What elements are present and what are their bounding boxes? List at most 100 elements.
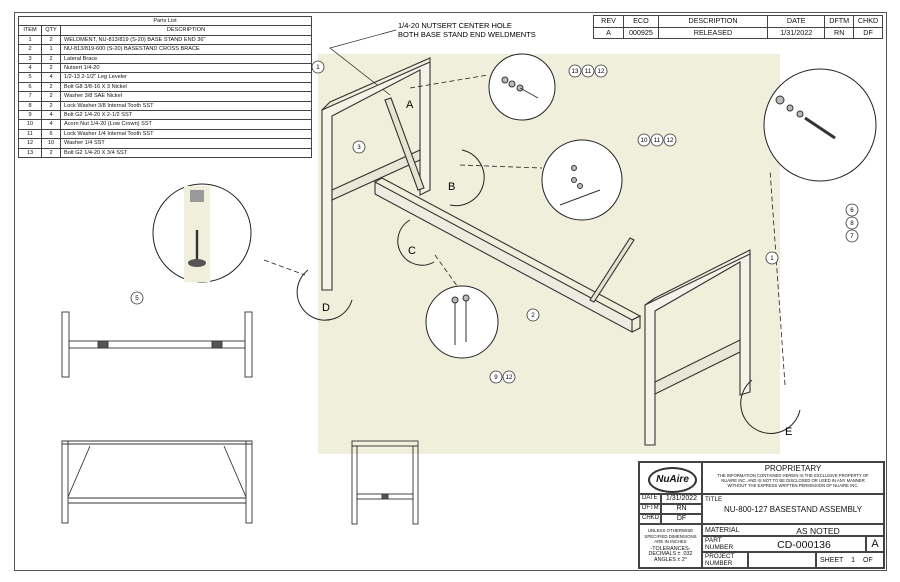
tolerance-angles: ANGLES ± 2° (654, 556, 687, 563)
proprietary-text-1: THE INFORMATION CONTAINED HEREIN IS THE … (717, 473, 869, 478)
material-label: MATERIAL (705, 527, 740, 534)
balloon-b-12: 12 (667, 137, 674, 144)
parts-cell-description: NU-813/819-600 (S-20) BASESTAND CROSS BR… (60, 44, 312, 55)
sheet-cell: SHEET 1 OF 1 (816, 552, 884, 568)
sheet-label: SHEET (820, 557, 844, 564)
material-value: AS NOTED (796, 526, 840, 536)
parts-header-description: DESCRIPTION (60, 25, 312, 36)
note-line-2: BOTH BASE STAND END WELDMENTS (398, 30, 536, 39)
balloon-1b: 1 (770, 255, 774, 262)
logo-cell: NuAire (639, 462, 702, 494)
description-value: RELEASED (657, 26, 769, 39)
project-label-2: NUMBER (705, 560, 733, 567)
title-label: TITLE (705, 496, 723, 503)
part-number-cell: PART NUMBER CD-000136 (702, 536, 866, 552)
chkd-label-cell: CHKD (639, 514, 661, 524)
date-value-cell: 1/31/2022 (661, 494, 702, 504)
balloon-a-11: 11 (585, 68, 592, 75)
unless-line-1: UNLESS OTHERWISE (647, 528, 694, 533)
shaded-render-area (318, 54, 780, 454)
dftm-label-cell: DFTM (639, 504, 661, 514)
tolerance-heading: -TOLERANCES- (650, 545, 691, 552)
nuaire-logo: NuAire (648, 467, 697, 493)
part-label-2: NUMBER (705, 544, 734, 551)
sheet-value: 1 (851, 557, 856, 564)
chkd-value: DF (853, 26, 883, 39)
detail-arcs (296, 149, 801, 434)
balloon-7: 7 (850, 233, 854, 240)
base-stand-assembly (321, 57, 751, 446)
balloon-3: 3 (357, 144, 361, 151)
date-value: 1/31/2022 (767, 26, 826, 39)
date-value: 1/31/2022 (665, 495, 698, 502)
balloon-8: 8 (850, 220, 854, 227)
proprietary-text-2: NUAIRE INC. AND IS NOT TO BE DISCLOSED O… (721, 478, 865, 483)
balloon-a-13: 13 (572, 68, 579, 75)
parts-cell-description: WELDMENT, NU-813/819 (S-20) BASE STAND E… (60, 34, 312, 46)
leveler-foot (188, 259, 206, 267)
proprietary-cell: PROPRIETARY THE INFORMATION CONTAINED HE… (702, 462, 884, 494)
top-view (61, 311, 253, 378)
material-cell: MATERIAL AS NOTED (702, 524, 884, 536)
balloon-b-10: 10 (641, 137, 648, 144)
view-label-e: E (785, 426, 792, 438)
chkd-value-cell: DF (661, 514, 702, 524)
eco-value: 000925 (623, 26, 659, 39)
item-balloons: 1 1 2 3 5 13 11 12 10 11 12 6 8 7 9 12 (130, 60, 859, 384)
unless-line-2: SPECIFIED DIMENSIONS (644, 533, 697, 539)
dftm-label: DFTM (642, 505, 659, 511)
balloon-2: 2 (531, 312, 535, 319)
title-block: NuAire PROPRIETARY THE INFORMATION CONTA… (638, 461, 885, 569)
rev-value: A (592, 26, 625, 39)
view-label-b: B (448, 181, 455, 193)
chkd-label: CHKD (642, 515, 660, 521)
parts-list-title: Parts List (18, 15, 312, 27)
dftm-value: RN (676, 505, 687, 512)
balloon-c-12: 12 (506, 374, 513, 381)
note-leader (329, 29, 397, 96)
tolerance-decimals: DECIMALS ± .032 (648, 551, 693, 558)
view-label-d: D (322, 302, 330, 314)
view-label-a: A (406, 99, 414, 111)
title-rev-value: A (871, 538, 879, 550)
front-view (61, 440, 253, 524)
detail-circle-c-bolts (425, 285, 499, 359)
project-value-cell (748, 552, 816, 568)
leveler-detail-tube (190, 190, 204, 202)
hardware-glyphs (451, 76, 836, 345)
title-cell: TITLE NU-800-127 BASESTAND ASSEMBLY (702, 494, 884, 524)
detail-leaders (263, 74, 786, 386)
balloon-b-11: 11 (654, 137, 661, 144)
unless-line-3: ARE IN INCHES (654, 539, 687, 545)
proprietary-heading: PROPRIETARY (764, 464, 822, 473)
detail-circle-b-brace (541, 139, 623, 221)
date-label-cell: DATE (639, 494, 661, 504)
revision-block: REV ECO DESCRIPTION DATE DFTM CHKD A 000… (592, 15, 883, 39)
detail-circle-bolt-washer (763, 68, 877, 182)
balloon-a-12: 12 (598, 68, 605, 75)
balloon-5: 5 (135, 295, 139, 302)
part-label-1: PART (705, 537, 722, 544)
project-cell: PROJECT NUMBER (702, 552, 748, 568)
of-label: OF (863, 557, 873, 564)
note-line-1: 1/4-20 NUTSERT CENTER HOLE (398, 21, 512, 30)
part-number-value: CD-000136 (777, 539, 831, 551)
project-label-1: PROJECT (705, 553, 735, 560)
dftm-value-cell: RN (661, 504, 702, 514)
date-label: DATE (642, 495, 658, 501)
balloon-6: 6 (850, 207, 854, 214)
view-label-c: C (408, 245, 416, 257)
tolerance-cell: UNLESS OTHERWISE SPECIFIED DIMENSIONS AR… (639, 524, 702, 568)
balloon-9: 9 (494, 374, 498, 381)
chkd-value: DF (676, 515, 687, 522)
proprietary-text-3: WITHOUT THE EXPRESS WRITTEN PERMISSION O… (727, 483, 859, 488)
balloon-1a: 1 (316, 64, 320, 71)
detail-circles (152, 53, 877, 359)
rev-cell: A (866, 536, 884, 552)
side-view (351, 440, 419, 525)
